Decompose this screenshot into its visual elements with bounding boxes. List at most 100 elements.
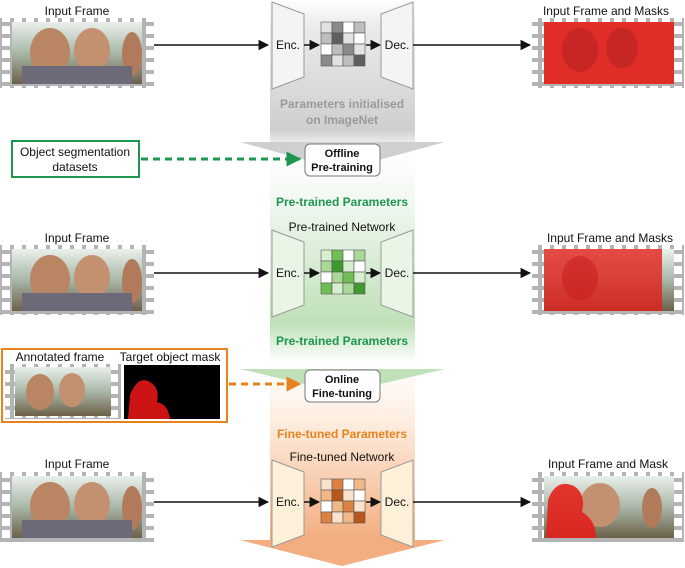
row3-network-label: Fine-tuned Network <box>290 450 396 464</box>
parameter-cell <box>331 249 344 262</box>
parameter-cell <box>331 21 344 34</box>
row-3: Fine-tuned Network Input Frame Enc. Dec.… <box>0 450 684 548</box>
parameter-cell <box>320 249 333 262</box>
parameter-cell <box>342 282 355 295</box>
target-object-mask <box>124 365 220 419</box>
parameter-cell <box>342 249 355 262</box>
datasets-box <box>11 140 140 178</box>
row2-encoder-label: Enc. <box>276 266 300 280</box>
row3-decoder <box>380 459 414 548</box>
parameter-cell <box>342 43 355 56</box>
annotated-frame-label: Annotated frame <box>16 350 105 364</box>
parameter-cell <box>331 260 344 273</box>
row3-input-filmstrip <box>0 472 154 542</box>
row1-input-label: Input Frame <box>45 4 110 18</box>
row1-parameter-grid <box>320 21 366 67</box>
parameter-cell <box>320 282 333 295</box>
row2-parameter-grid <box>320 249 366 295</box>
row3-encoder-label: Enc. <box>276 495 300 509</box>
finetuned-params-label: Fine-tuned Parameters <box>277 427 407 441</box>
row1-encoder <box>271 1 305 90</box>
parameter-cell <box>342 489 355 502</box>
parameter-cell <box>320 500 333 513</box>
parameter-cell <box>331 32 344 45</box>
parameter-cell <box>320 271 333 284</box>
row2-encoder <box>271 229 305 318</box>
parameter-cell <box>331 271 344 284</box>
parameter-cell <box>353 54 366 67</box>
parameter-cell <box>331 500 344 513</box>
row1-decoder-label: Dec. <box>385 38 410 52</box>
parameter-cell <box>353 271 366 284</box>
parameter-cell <box>353 500 366 513</box>
pretrained-params-label-2: Pre-trained Parameters <box>276 334 408 348</box>
datasets-line2: datasets <box>52 160 97 174</box>
row3-decoder-label: Dec. <box>385 495 410 509</box>
parameter-cell <box>353 511 366 524</box>
parameter-cell <box>320 43 333 56</box>
row3-parameter-grid <box>320 478 366 524</box>
row1-output-filmstrip <box>532 18 684 88</box>
row2-network-label: Pre-trained Network <box>289 220 397 234</box>
row3-input-label: Input Frame <box>45 457 110 471</box>
stage1-text-line2: on ImageNet <box>306 113 378 127</box>
stage1-text-line1: Parameters initialised <box>280 97 404 111</box>
parameter-cell <box>353 489 366 502</box>
parameter-cell <box>331 54 344 67</box>
row3-encoder <box>271 459 305 548</box>
row1-input-filmstrip <box>0 18 154 88</box>
parameter-cell <box>353 32 366 45</box>
target-mask-label: Target object mask <box>120 350 222 364</box>
offline-stage: Object segmentation datasets Offline Pre… <box>11 140 408 209</box>
parameter-cell <box>342 54 355 67</box>
parameter-cell <box>331 43 344 56</box>
row1-output-label: Input Frame and Masks <box>543 4 669 18</box>
parameter-cell <box>353 43 366 56</box>
row2-input-label: Input Frame <box>45 231 110 245</box>
row3-output-filmstrip <box>532 472 684 542</box>
parameter-cell <box>353 260 366 273</box>
parameter-cell <box>342 32 355 45</box>
row2-decoder-label: Dec. <box>385 266 410 280</box>
parameter-cell <box>320 32 333 45</box>
datasets-line1: Object segmentation <box>20 145 130 159</box>
parameter-cell <box>320 511 333 524</box>
row2-output-filmstrip <box>532 245 684 315</box>
parameter-cell <box>342 478 355 491</box>
parameter-cell <box>320 489 333 502</box>
parameter-cell <box>331 489 344 502</box>
offline-line2: Pre-training <box>311 162 373 174</box>
parameter-cell <box>320 260 333 273</box>
row-2: Pre-trained Network Input Frame Enc. Dec… <box>0 220 684 348</box>
parameter-cell <box>353 249 366 262</box>
parameter-cell <box>342 500 355 513</box>
parameter-cell <box>353 478 366 491</box>
row1-encoder-label: Enc. <box>276 38 300 52</box>
orange-arrowhead <box>240 540 445 566</box>
row-1: Input Frame Enc. Dec. Input Frame and Ma… <box>0 1 684 127</box>
pretrained-params-label-1: Pre-trained Parameters <box>276 195 408 209</box>
parameter-cell <box>320 54 333 67</box>
online-stage: Annotated frame Target object mask Onlin… <box>1 348 407 441</box>
offline-pretraining-box <box>304 143 381 177</box>
parameter-cell <box>342 511 355 524</box>
parameter-cell <box>342 21 355 34</box>
parameter-cell <box>353 282 366 295</box>
parameter-cell <box>342 271 355 284</box>
row1-decoder <box>380 1 414 90</box>
offline-line1: Offline <box>325 148 360 160</box>
parameter-cell <box>331 282 344 295</box>
row3-output-label: Input Frame and Mask <box>548 457 669 471</box>
annotated-frame-filmstrip <box>5 364 121 419</box>
parameter-cell <box>353 21 366 34</box>
online-line1: Online <box>325 374 359 386</box>
parameter-cell <box>331 478 344 491</box>
parameter-cell <box>342 260 355 273</box>
parameter-cell <box>320 478 333 491</box>
online-finetuning-box <box>304 369 381 403</box>
parameter-cell <box>331 511 344 524</box>
online-line2: Fine-tuning <box>312 388 372 400</box>
parameter-cell <box>320 21 333 34</box>
row2-output-label: Input Frame and Masks <box>547 231 673 245</box>
